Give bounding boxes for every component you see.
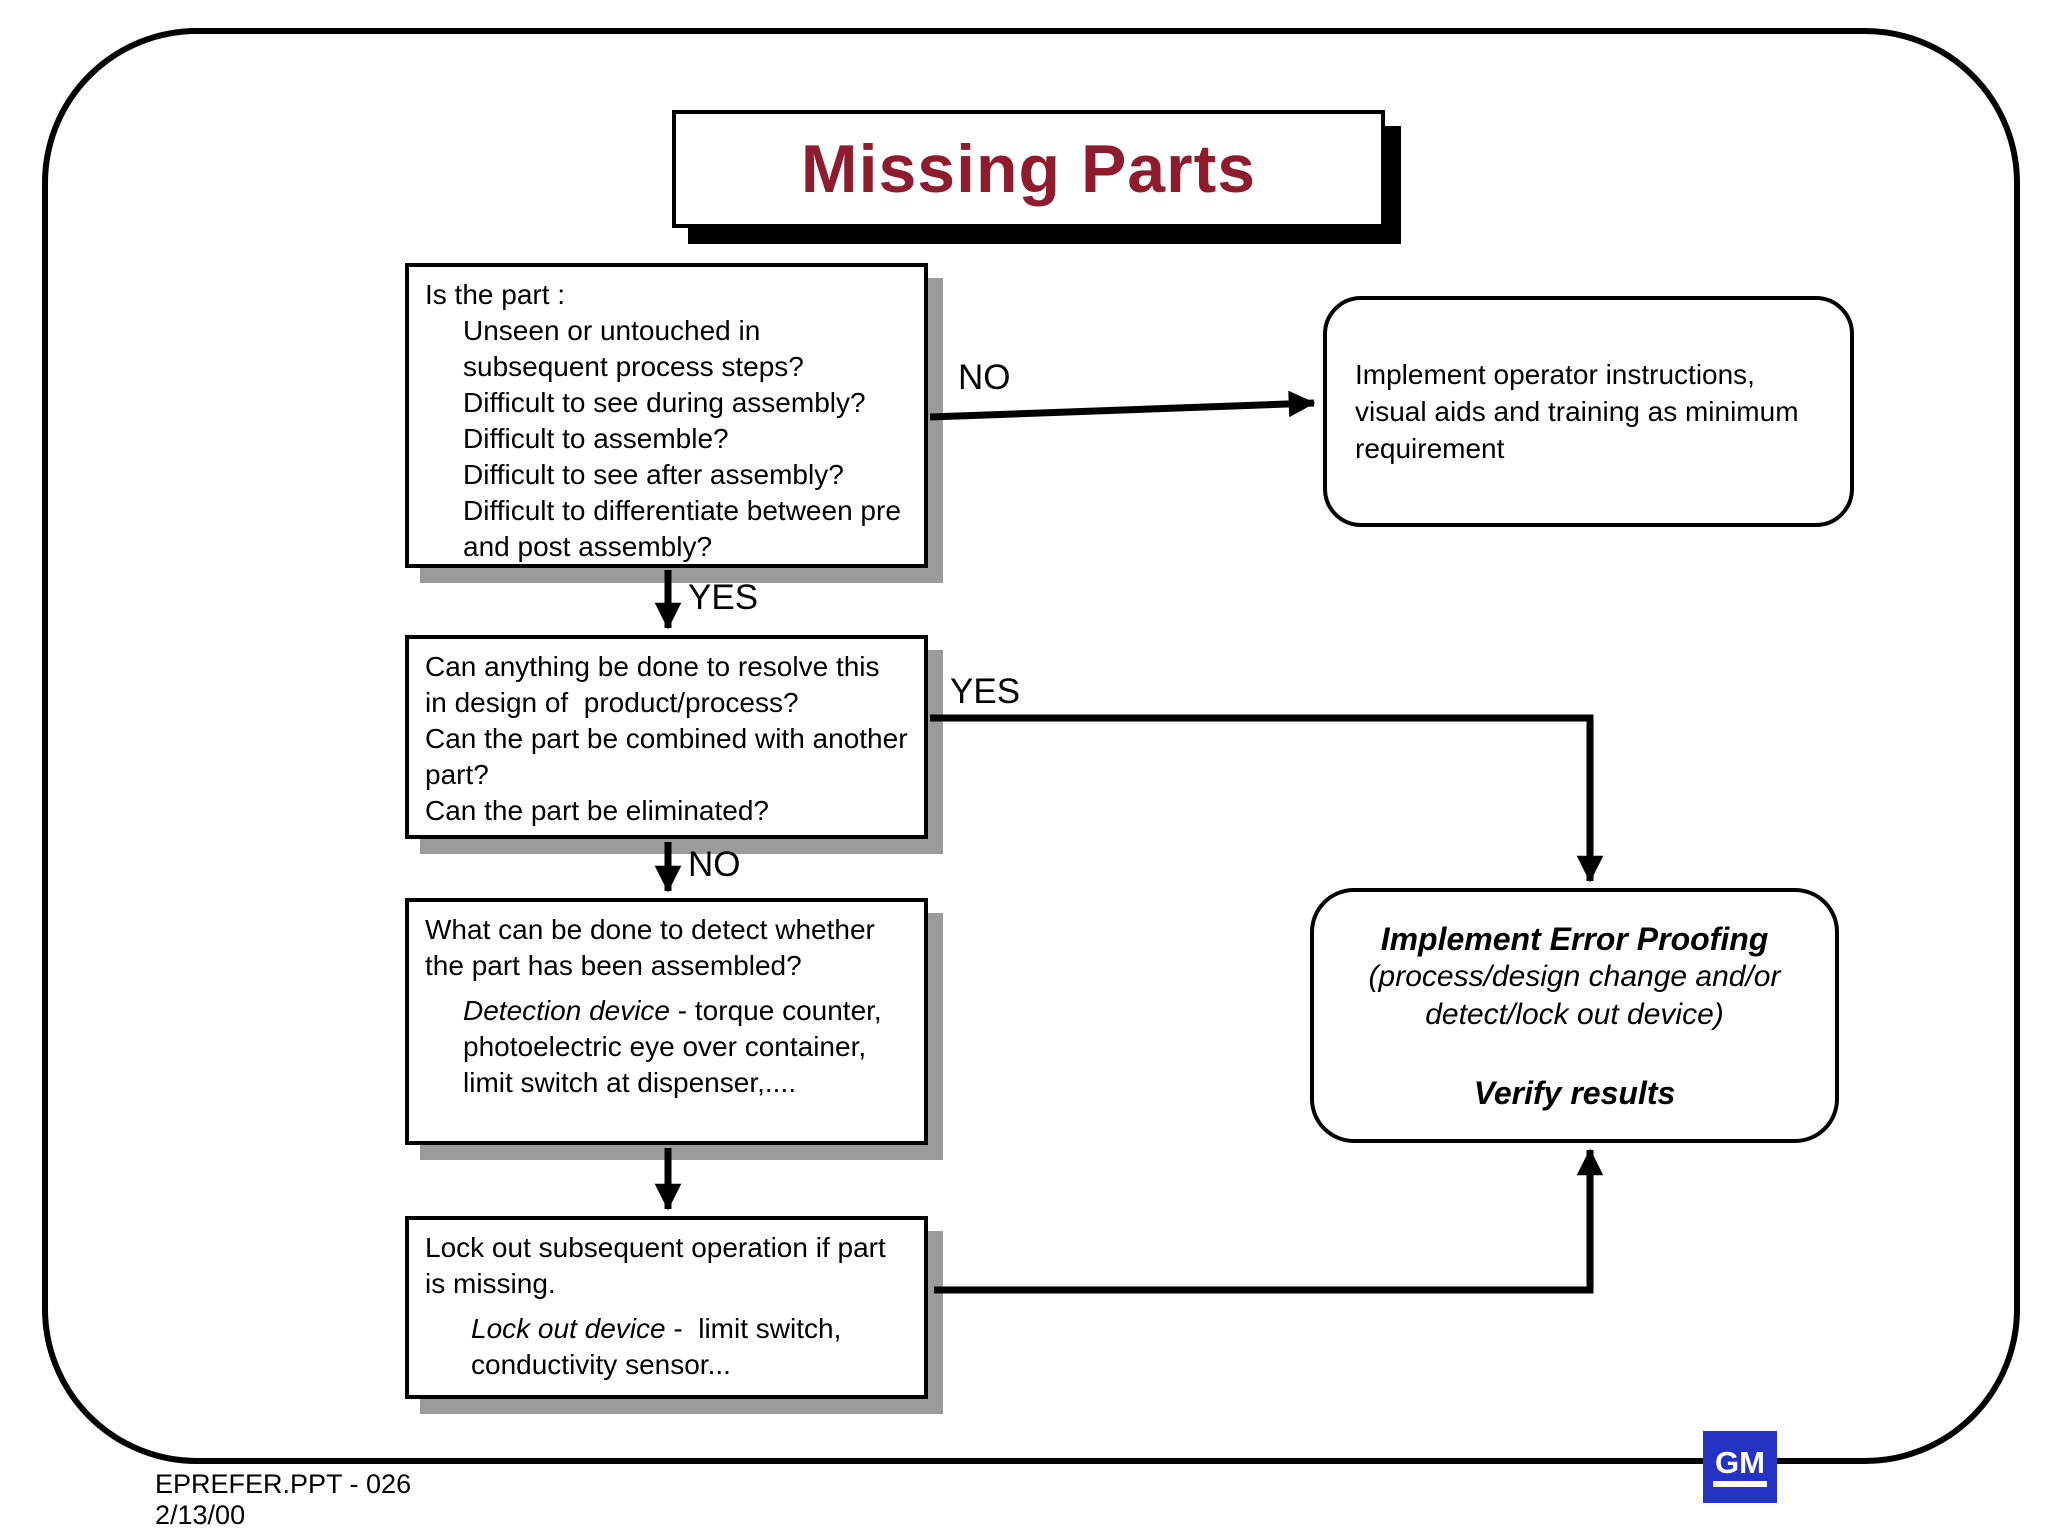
footer: EPREFER.PPT - 026 2/13/00 <box>155 1469 411 1531</box>
label-yes-1: YES <box>688 578 759 617</box>
box-intro: What can be done to detect whether the p… <box>425 914 875 981</box>
flow-box-design-questions: Can anything be done to resolve this in … <box>405 635 928 839</box>
flow-box-error-proofing: Implement Error Proofing (process/design… <box>1310 888 1839 1143</box>
lockout-device-rest: - limit switch, conductivity sensor... <box>471 1313 850 1380</box>
gm-logo-text: GM <box>1713 1447 1767 1487</box>
label-yes-2: YES <box>950 672 1021 711</box>
question-item: Difficult to assemble? <box>463 423 729 454</box>
flow-box-lockout: Lock out subsequent operation if part is… <box>405 1216 928 1399</box>
label-no-2: NO <box>688 845 741 884</box>
slide-title: Missing Parts <box>800 131 1257 207</box>
detection-device-lead: Detection device <box>463 995 671 1026</box>
flow-box-detect-question: What can be done to detect whether the p… <box>405 898 928 1145</box>
question-item: Difficult to see after assembly? <box>463 459 844 490</box>
lockout-device-text: Lock out device - limit switch, conducti… <box>425 1311 908 1383</box>
label-no-1: NO <box>958 358 1011 397</box>
box-intro: Is the part : <box>425 279 566 310</box>
box-intro: Lock out subsequent operation if part is… <box>425 1232 886 1299</box>
detection-device-rest: - torque counter, photoelectric eye over… <box>463 995 890 1098</box>
question-item: Unseen or untouched in subsequent proces… <box>463 315 804 382</box>
gm-logo: GM <box>1703 1431 1777 1503</box>
flow-box-part-questions: Is the part : Unseen or untouched in sub… <box>405 263 928 568</box>
footer-date: 2/13/00 <box>155 1500 246 1530</box>
spacer <box>425 984 908 993</box>
spacer <box>425 1302 908 1311</box>
footer-filename: EPREFER.PPT - 026 <box>155 1469 412 1499</box>
question-item: Can the part be eliminated? <box>425 795 769 826</box>
verify-results-text: Verify results <box>1473 1074 1676 1111</box>
question-item: Can anything be done to resolve this in … <box>425 651 888 718</box>
error-proofing-heading: Implement Error Proofing <box>1380 920 1769 957</box>
question-item: Can the part be combined with another pa… <box>425 723 908 790</box>
slide-border-frame <box>42 28 2020 1464</box>
question-item: Difficult to differentiate between pre a… <box>463 495 901 562</box>
flow-box-operator-instructions: Implement operator instructions, visual … <box>1323 296 1854 527</box>
operator-instructions-text: Implement operator instructions, visual … <box>1355 359 1799 464</box>
question-item: Difficult to see during assembly? <box>463 387 866 418</box>
detection-device-text: Detection device - torque counter, photo… <box>425 993 908 1101</box>
slide-title-box: Missing Parts <box>672 110 1385 228</box>
error-proofing-subheading: (process/design change and/or detect/loc… <box>1368 959 1781 1031</box>
lockout-device-lead: Lock out device <box>471 1313 666 1344</box>
